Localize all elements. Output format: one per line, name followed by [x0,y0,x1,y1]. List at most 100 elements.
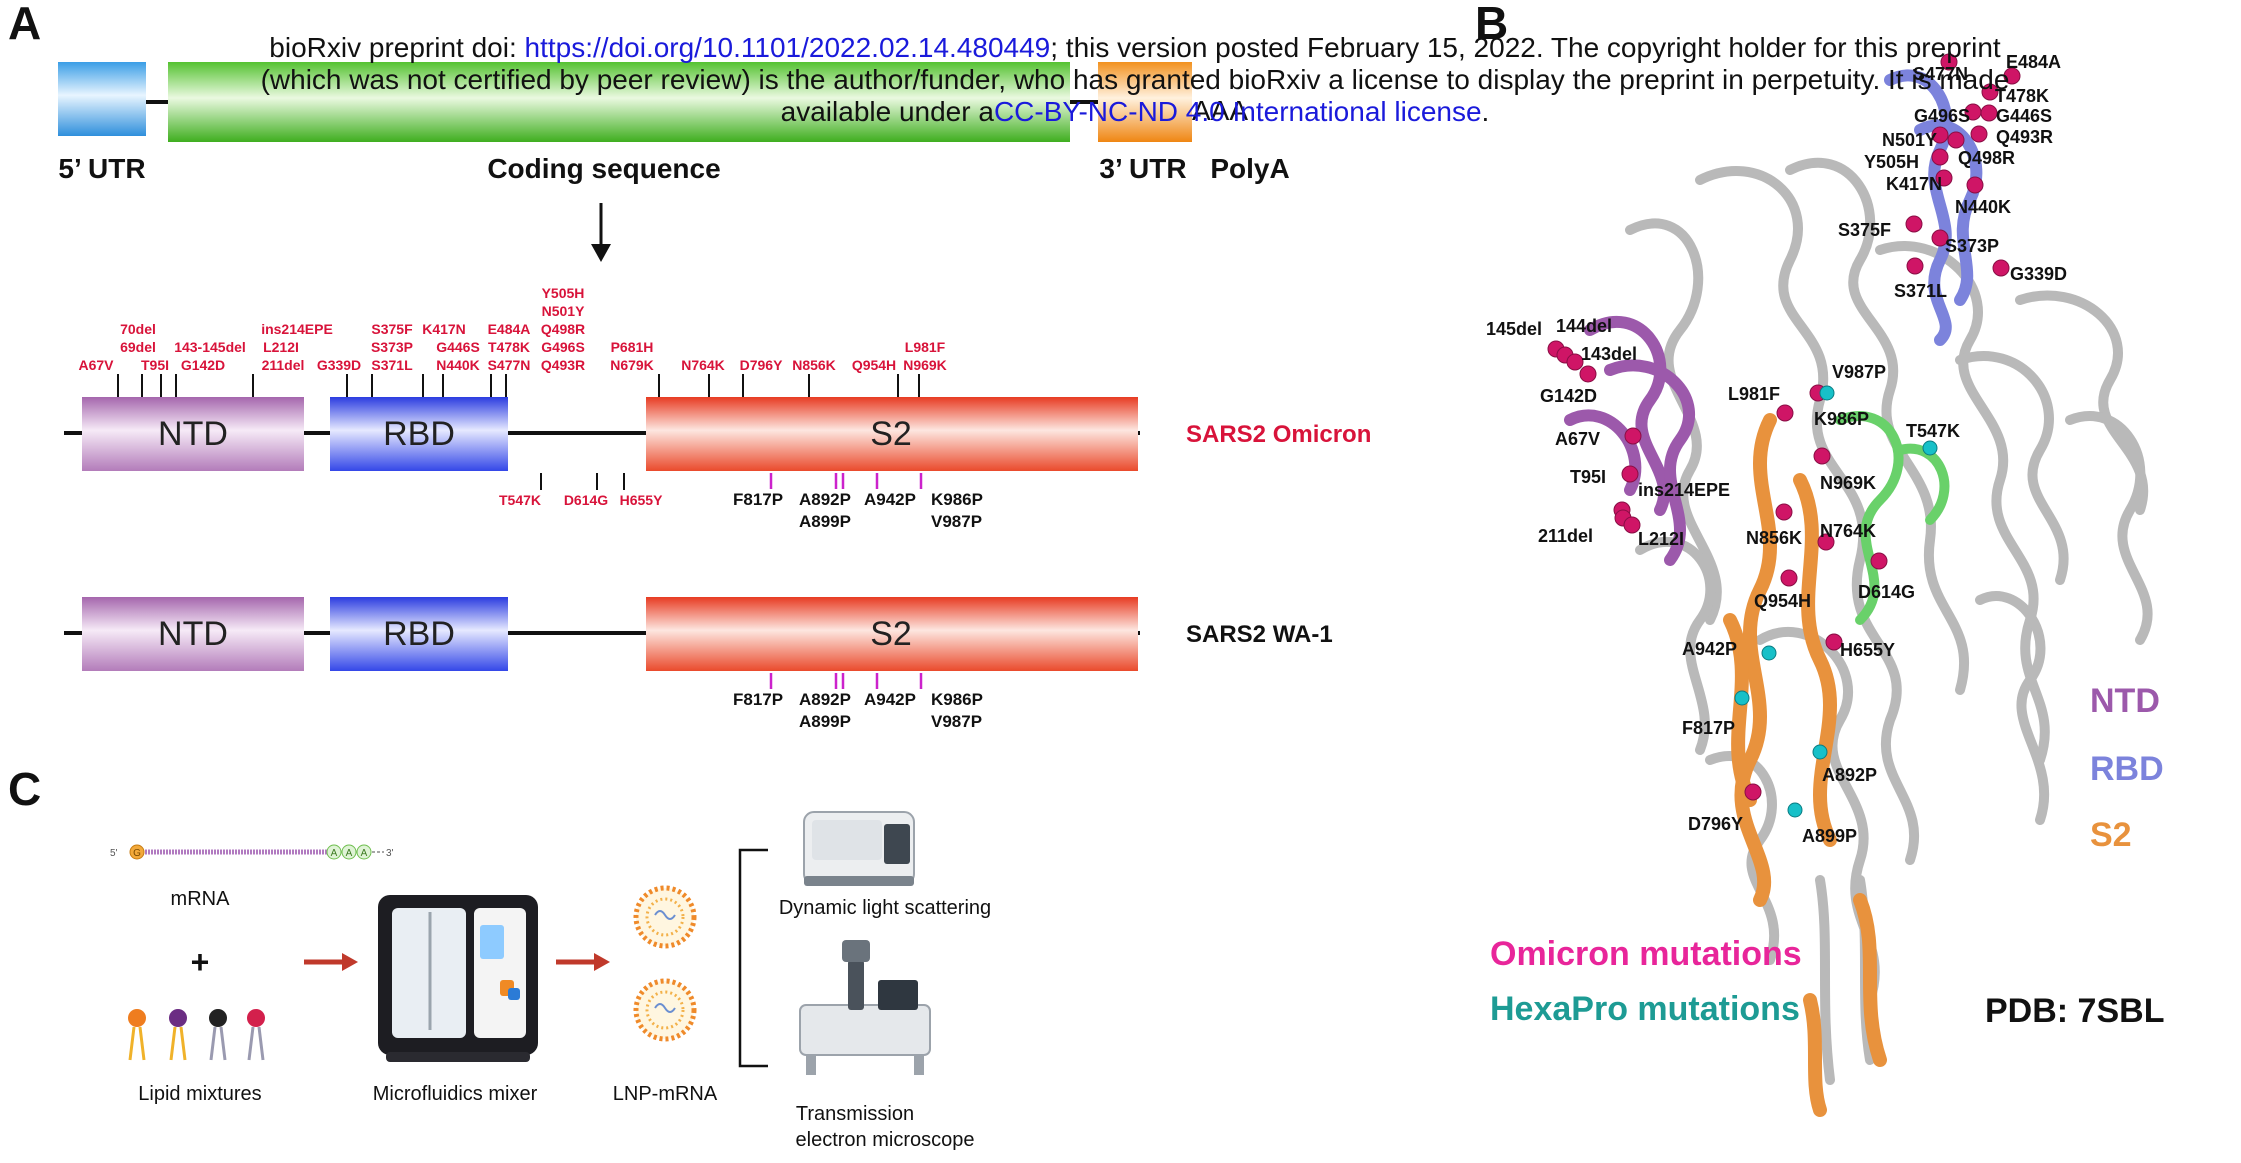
omicron-mut-l981f: L981F [905,339,946,355]
utr5-label: 5’ UTR [58,153,145,184]
sphere-q498r [1947,131,1965,149]
sphere-l212i [1623,516,1641,534]
omicron-mut-d796y: D796Y [740,357,783,373]
panel-b-figure: S477N E484A T478K G496S G446S N501Y Q493… [1486,52,2164,1117]
lipid-red-icon [247,1009,265,1027]
struct-label-g446s: G446S [1996,106,2052,126]
struct-label-t95i: T95I [1570,467,1606,487]
struct-label-e484a: E484A [2006,52,2061,72]
panel-a-label: A [8,0,42,49]
omicron-mut-143-145del: 143-145del [174,339,246,355]
banner-line1-suffix: ; this version posted February 15, 2022.… [1050,32,2001,63]
omicron-mut-g496s: G496S [541,339,585,355]
omicron-hexa-v987p: V987P [931,512,982,531]
omicron-top-label-group: A67V 70del 69del T95I 143-145del G142D i… [78,285,946,373]
sphere-e484a [2003,67,2021,85]
struct-label-q493r: Q493R [1996,127,2053,147]
tem-label-line2: electron microscope [796,1129,975,1151]
mrna-cap-letter: G [133,848,141,859]
sphere-t478k [1981,83,1999,101]
struct-label-a942p: A942P [1682,639,1737,659]
omicron-mut-t547k: T547K [499,492,541,508]
wa1-hexa-a892p: A892P [799,690,851,709]
legend-ntd: NTD [2090,682,2160,720]
wa1-s2-label: S2 [870,615,912,653]
sphere-d796y [1744,783,1762,801]
hexapro-sphere-group [1734,385,1938,818]
omicron-hexa-a942p: A942P [864,490,916,509]
sphere-s477n [1940,53,1958,71]
s2-structure [1723,413,1887,1117]
sphere-n764k [1817,533,1835,551]
omicron-rbd-domain [330,397,508,471]
banner-line3-suffix: . [1481,96,1490,127]
banner-doi-prefix: bioRxiv preprint doi: [269,32,525,63]
struct-label-a899p: A899P [1802,826,1857,846]
wa1-rbd-domain [330,597,508,671]
utr3-box [1098,62,1192,142]
sphere-y505h [1931,148,1949,166]
omicron-mut-p681h: P681H [611,339,654,355]
struct-label-k417n: K417N [1886,174,1942,194]
struct-label-145del: 145del [1486,319,1542,339]
struct-label-l981f: L981F [1728,384,1780,404]
wa1-hexa-f817p: F817P [733,690,783,709]
legend-s2: S2 [2090,816,2132,854]
omicron-mut-t478k: T478K [488,339,530,355]
sphere-s375f [1905,215,1923,233]
struct-label-n764k: N764K [1820,521,1876,541]
polya-a2-icon [341,844,357,860]
coding-sequence-box [168,62,1070,142]
process-arrow-1-head [342,953,358,971]
omicron-s2-label: S2 [870,415,912,453]
lipid-icons [128,1009,265,1061]
struct-label-q498r: Q498R [1958,148,2015,168]
omicron-mut-s375f: S375F [371,321,413,337]
struct-label-a67v: A67V [1555,429,1600,449]
struct-label-s375f: S375F [1838,220,1891,240]
coding-label: Coding sequence [487,153,720,184]
sphere-n501y [1931,126,1949,144]
sphere-143del [1566,353,1584,371]
lnp-icon-bottom [633,978,697,1042]
struct-label-n501y: N501Y [1882,130,1937,150]
wa1-hexapro-ticks [769,673,923,689]
omicron-mut-n440k: N440K [436,357,480,373]
omicron-construct-label: SARS2 Omicron [1186,421,1371,448]
struct-label-n969k: N969K [1820,473,1876,493]
struct-label-144del: 144del [1556,316,1612,336]
wa1-ntd-label: NTD [158,615,228,653]
license-link[interactable]: CC-BY-NC-ND 4.0 International license [993,96,1482,127]
omicron-bottom-ticks [540,473,625,490]
sphere-n969k [1813,447,1831,465]
wa1-construct-label: SARS2 WA-1 [1186,621,1333,648]
sphere-a892p [1812,744,1828,760]
utr5-box [58,62,146,136]
struct-label-d796y: D796Y [1688,814,1743,834]
polya-label: PolyA [1210,153,1289,184]
panel-a-figure: AAA 5’ UTR Coding sequence 3’ UTR PolyA … [58,62,1371,731]
pdb-id: PDB: 7SBL [1985,992,2164,1030]
banner-line-2: (which was not certified by peer review)… [260,64,2010,95]
structure-mutation-labels: S477N E484A T478K G496S G446S N501Y Q493… [1486,52,2067,846]
wa1-ntd-domain [82,597,304,671]
struct-label-n440k: N440K [1955,197,2011,217]
sphere-s371l [1906,257,1924,275]
polya-sequence: AAA [1192,95,1248,126]
omicron-mut-n764k: N764K [681,357,725,373]
mixer-label: Microfluidics mixer [373,1083,538,1105]
wa1-hexapro-label-group: F817P A892P A899P A942P K986P V987P [733,690,983,731]
doi-link[interactable]: https://doi.org/10.1101/2022.02.14.48044… [524,32,1051,63]
omicron-mut-n501y: N501Y [542,303,585,319]
sphere-t547k [1922,440,1938,456]
struct-label-l212i: L212I [1638,529,1684,549]
wa1-hexa-k986p: K986P [931,690,983,709]
wa1-hexa-a899p: A899P [799,712,851,731]
green-structure [1835,411,1950,625]
sphere-n440k [1966,176,1984,194]
struct-label-f817p: F817P [1682,718,1735,738]
rbd-structure [1884,69,1983,346]
omicron-mut-70del: 70del [120,321,156,337]
microfluidics-mixer-icon [378,895,538,1062]
wa1-hexa-v987p: V987P [931,712,982,731]
